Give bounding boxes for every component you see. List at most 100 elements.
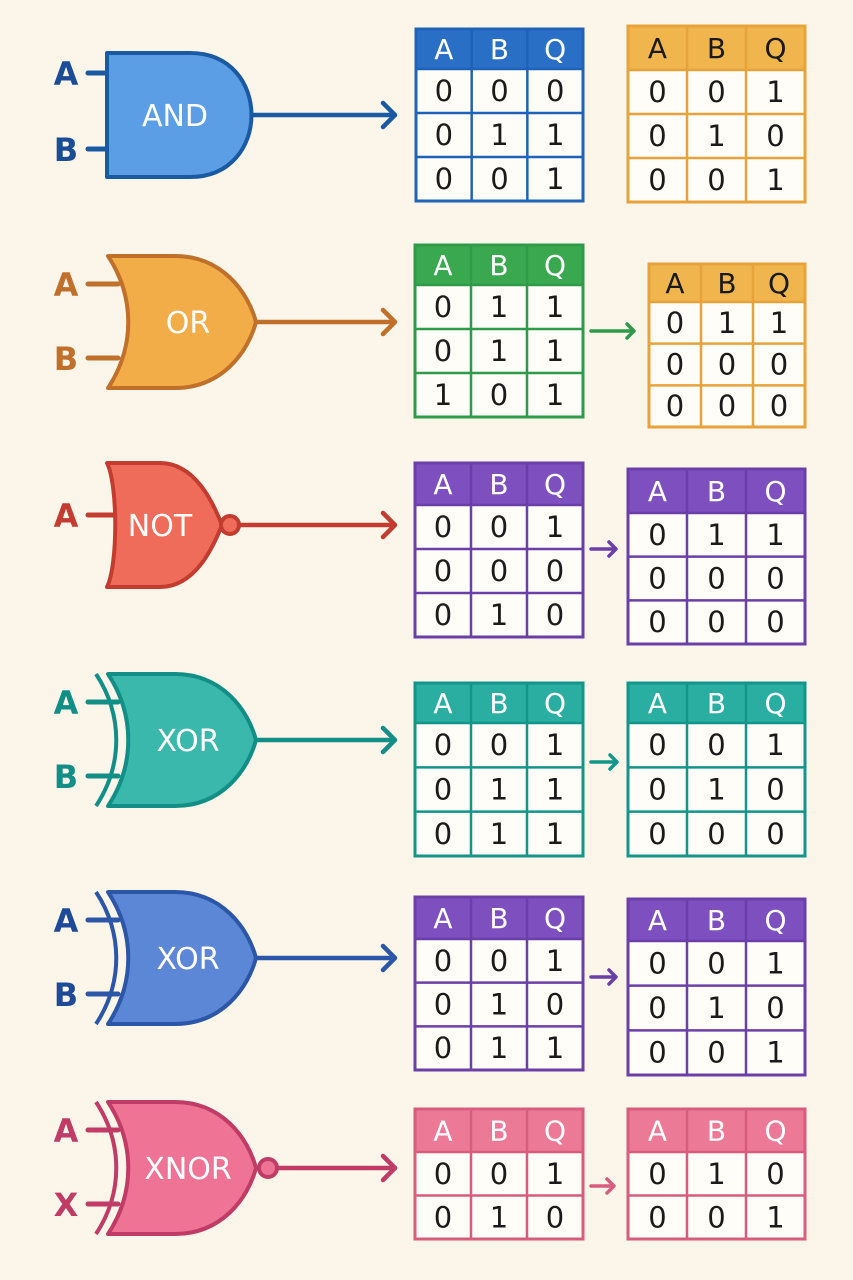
column-header: B	[489, 1115, 508, 1148]
column-header: B	[707, 475, 726, 508]
table-cell: 0	[648, 518, 666, 552]
or-gate-body	[106, 254, 258, 390]
table-cell: 0	[770, 389, 788, 423]
table-cell: 1	[770, 306, 788, 340]
table-header-bg	[628, 683, 805, 723]
table-cell: 0	[648, 991, 666, 1025]
column-header: A	[433, 687, 452, 720]
column-header: B	[707, 1115, 726, 1148]
output-arrow	[253, 725, 398, 755]
table-cell: 0	[707, 817, 725, 851]
table-cell: 1	[707, 991, 725, 1025]
table-cell: 1	[546, 378, 564, 412]
table-cell: 0	[766, 817, 784, 851]
table-cell: 1	[546, 944, 564, 978]
column-header: B	[489, 687, 508, 720]
table-cell: 1	[490, 817, 508, 851]
input-label-a: A	[54, 497, 79, 535]
xor-gate-body	[106, 672, 258, 808]
column-header: Q	[768, 267, 790, 300]
table-cell: 0	[766, 562, 784, 596]
table-cell: 0	[434, 773, 452, 807]
table-cell: 1	[434, 378, 452, 412]
inversion-bubble	[219, 514, 241, 536]
column-header: A	[433, 1115, 452, 1148]
table-cell: 0	[434, 988, 452, 1022]
table-header-bg	[415, 463, 583, 505]
table-cell: 0	[648, 1200, 666, 1234]
table-cell: 0	[490, 1157, 508, 1191]
table-cell: 0	[546, 74, 564, 108]
input-label-b: B	[54, 976, 78, 1014]
table-cell: 0	[707, 1200, 725, 1234]
table-cell: 0	[766, 1157, 784, 1191]
gate-name: NOT	[128, 509, 193, 544]
column-header: B	[707, 32, 726, 65]
table-cell: 0	[490, 378, 508, 412]
table-cell: 1	[546, 728, 564, 762]
table-header-bg	[628, 899, 805, 941]
xor-gate-body	[106, 890, 258, 1026]
table-cell: 1	[707, 518, 725, 552]
table-cell: 0	[434, 290, 452, 324]
table-header-bg	[416, 29, 583, 69]
table-cell: 1	[546, 290, 564, 324]
and-gate-body	[105, 51, 254, 179]
table-cell: 0	[666, 348, 684, 382]
table-cell: 0	[546, 1200, 564, 1234]
table-cell: 0	[718, 389, 736, 423]
table-cell: 1	[766, 163, 784, 197]
table-cell: 0	[434, 1157, 452, 1191]
column-header: Q	[764, 475, 786, 508]
gate-name: AND	[142, 99, 208, 134]
column-header: Q	[764, 904, 786, 937]
output-arrow	[253, 307, 398, 337]
table-cell: 0	[648, 119, 666, 153]
table-cell: 1	[546, 1031, 564, 1065]
column-header: Q	[544, 687, 566, 720]
xnor-gate-body	[106, 1100, 258, 1236]
table-cell: 1	[490, 118, 508, 152]
table-header-bg	[628, 26, 805, 70]
table-cell: 1	[490, 1200, 508, 1234]
table-cell: 0	[490, 728, 508, 762]
table-header-bg	[628, 469, 805, 513]
table-cell: 0	[434, 554, 452, 588]
table-cell: 0	[435, 118, 453, 152]
gate-name: XOR	[156, 942, 219, 977]
table-cell: 0	[434, 334, 452, 368]
column-header: A	[665, 267, 684, 300]
output-arrow	[274, 1153, 398, 1183]
table-cell: 0	[546, 554, 564, 588]
table-cell: 0	[434, 598, 452, 632]
table-cell: 0	[707, 728, 725, 762]
table-cell: 1	[546, 162, 564, 196]
table-cell: 0	[648, 773, 666, 807]
table-cell: 0	[766, 991, 784, 1025]
table-cell: 1	[546, 773, 564, 807]
column-header: A	[648, 1115, 667, 1148]
table-cell: 0	[648, 605, 666, 639]
column-header: Q	[764, 687, 786, 720]
table-cell: 0	[434, 728, 452, 762]
table-cell: 1	[490, 334, 508, 368]
column-header: Q	[544, 249, 566, 282]
table-header-bg	[415, 1109, 583, 1152]
table-cell: 0	[707, 946, 725, 980]
column-header: Q	[544, 468, 566, 501]
table-cell: 1	[546, 817, 564, 851]
table-cell: 0	[707, 163, 725, 197]
